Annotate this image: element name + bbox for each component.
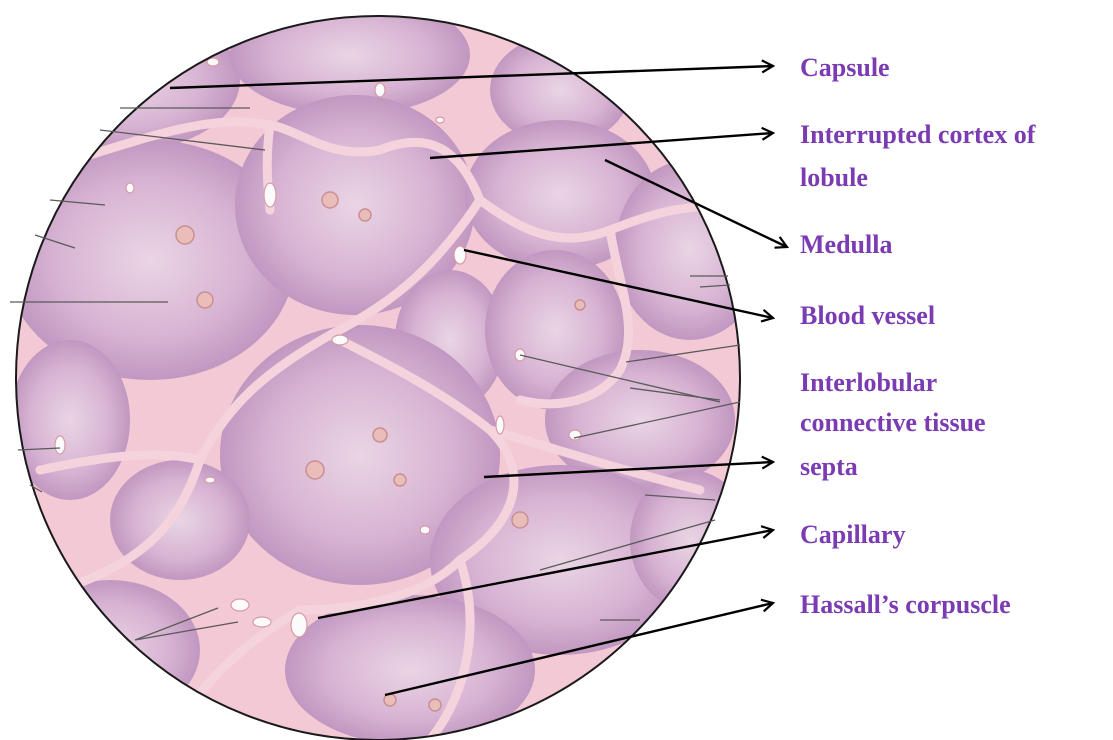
label-interrupted-cortex-line1: Interrupted cortex of [800,119,1035,151]
lobules [5,0,765,740]
label-interlobular-line2: connective tissue [800,407,986,439]
label-medulla: Medulla [800,229,892,261]
label-interrupted-cortex-line2: lobule [800,162,868,194]
label-hassalls-corpuscle: Hassall’s corpuscle [800,589,1011,621]
label-blood-vessel: Blood vessel [800,300,935,332]
label-interlobular-line3: septa [800,451,858,483]
label-interlobular-line1: Interlobular [800,367,937,399]
tissue-section [0,0,765,740]
label-capsule: Capsule [800,52,890,84]
label-capillary: Capillary [800,519,905,551]
